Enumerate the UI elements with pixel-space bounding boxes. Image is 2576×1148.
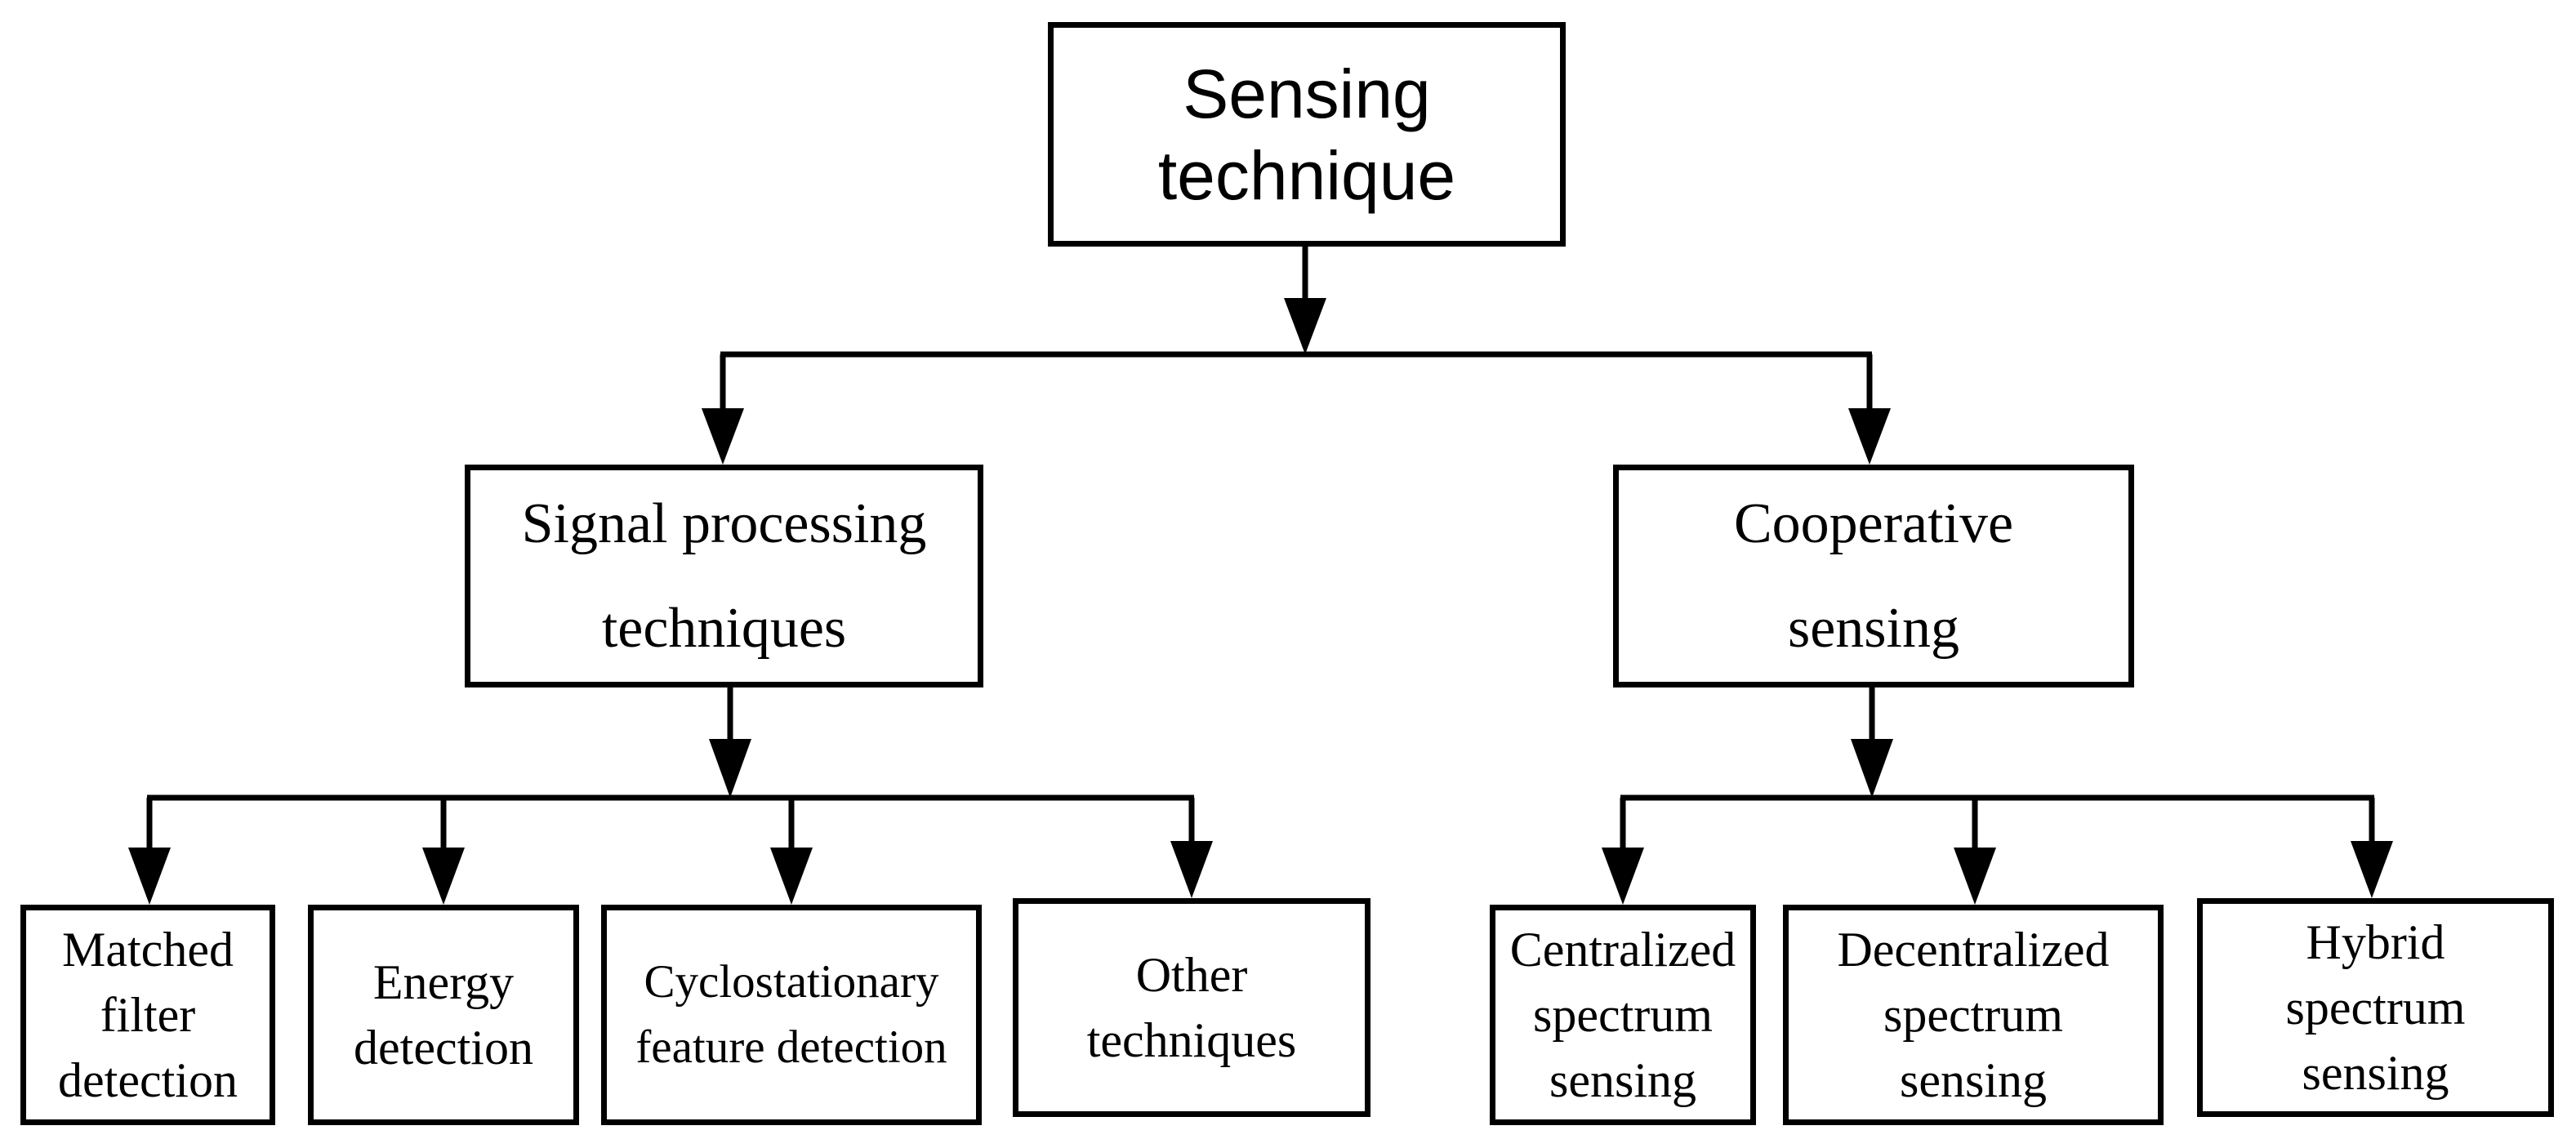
node-label-line: techniques bbox=[601, 596, 847, 660]
arrowhead-cooperative bbox=[1848, 408, 1891, 465]
arrowhead-centralized bbox=[1602, 848, 1644, 905]
arrowhead-hybrid bbox=[2351, 841, 2393, 898]
node-cooperative-sensing: Cooperative sensing bbox=[1613, 465, 2134, 687]
node-hybrid-spectrum-sensing: Hybrid spectrum sensing bbox=[2197, 898, 2554, 1117]
node-label-line: spectrum bbox=[2285, 981, 2466, 1035]
node-label-line: Matched bbox=[62, 923, 234, 977]
node-label-line: Decentralized bbox=[1837, 923, 2110, 977]
node-label-line: techniques bbox=[1086, 1013, 1297, 1067]
node-label-line: sensing bbox=[2302, 1046, 2449, 1100]
node-centralized-spectrum-sensing: Centralized spectrum sensing bbox=[1490, 905, 1756, 1125]
node-energy-detection: Energy detection bbox=[308, 905, 579, 1125]
arrowhead-cyclo bbox=[770, 848, 813, 905]
arrowhead-signal-trunk bbox=[709, 739, 751, 798]
node-label-line: detection bbox=[58, 1053, 238, 1107]
node-label-line: Sensing bbox=[1183, 55, 1431, 132]
node-decentralized-spectrum-sensing: Decentralized spectrum sensing bbox=[1783, 905, 2164, 1125]
arrowhead-other bbox=[1170, 841, 1213, 898]
arrowhead-matched bbox=[128, 848, 171, 905]
node-label-line: Other bbox=[1135, 948, 1248, 1002]
node-sensing-technique: Sensing technique bbox=[1048, 22, 1566, 247]
node-label-line: sensing bbox=[1549, 1053, 1696, 1107]
arrowhead-root bbox=[1284, 298, 1326, 354]
node-label-line: Hybrid bbox=[2306, 915, 2445, 969]
node-other-techniques: Other techniques bbox=[1013, 898, 1370, 1117]
node-label-line: spectrum bbox=[1883, 988, 2063, 1042]
node-label-line: filter bbox=[100, 988, 196, 1042]
arrowhead-coop-trunk bbox=[1851, 739, 1893, 798]
node-label-line: detection bbox=[354, 1021, 533, 1075]
node-label-line: Signal processing bbox=[521, 492, 927, 555]
node-cyclostationary-feature-detection: Cyclostationary feature detection bbox=[601, 905, 982, 1125]
arrowhead-energy bbox=[422, 848, 465, 905]
node-label-line: sensing bbox=[1899, 1053, 2047, 1107]
node-matched-filter-detection: Matched filter detection bbox=[20, 905, 275, 1125]
node-signal-processing-techniques: Signal processing techniques bbox=[465, 465, 983, 687]
node-label-line: Cyclostationary bbox=[644, 956, 939, 1008]
node-label-line: technique bbox=[1157, 136, 1456, 214]
node-label-line: Energy bbox=[372, 955, 515, 1009]
node-label-line: feature detection bbox=[635, 1021, 947, 1073]
arrowhead-signal bbox=[702, 408, 744, 465]
node-label-line: Cooperative bbox=[1733, 492, 2014, 555]
arrowhead-decentralized bbox=[1954, 848, 1996, 905]
node-label-line: spectrum bbox=[1533, 988, 1713, 1042]
node-label-line: sensing bbox=[1787, 596, 1959, 660]
node-label-line: Centralized bbox=[1509, 923, 1736, 977]
